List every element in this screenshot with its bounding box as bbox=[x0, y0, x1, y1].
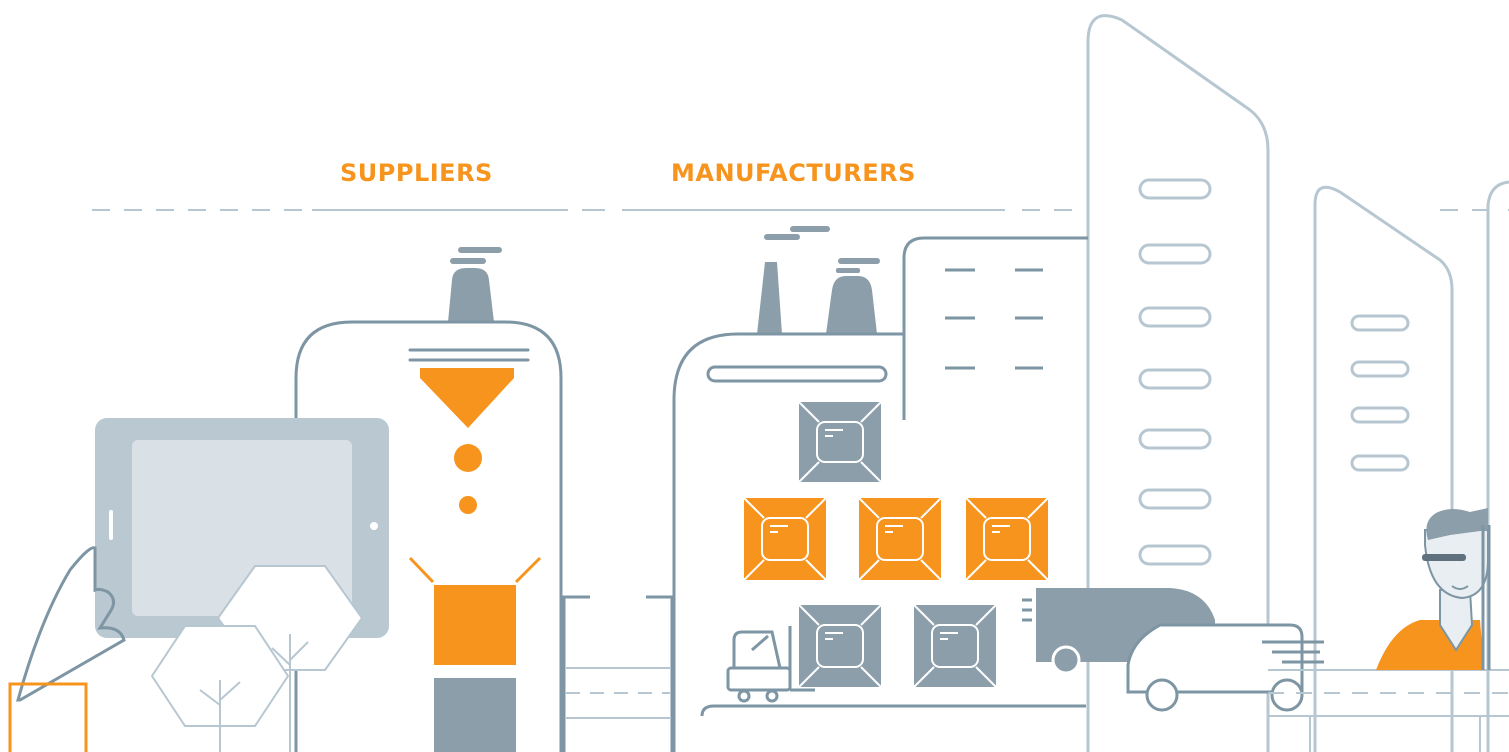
crate-orange-1 bbox=[743, 497, 827, 581]
hexagon-trees bbox=[150, 565, 364, 752]
crate-gray-bottom-1 bbox=[798, 604, 882, 688]
hand-holding-tablet bbox=[16, 546, 126, 702]
crate-orange-3 bbox=[965, 497, 1049, 581]
second-tower-building bbox=[1313, 180, 1509, 752]
crate-gray-top bbox=[798, 401, 882, 483]
forklift-icon bbox=[726, 626, 815, 703]
person-with-smart-glasses bbox=[1376, 508, 1489, 670]
manufacturers-label: MANUFACTURERS bbox=[671, 159, 916, 187]
white-van bbox=[1126, 623, 1324, 712]
middle-rail-structure bbox=[562, 595, 674, 752]
tall-tower-building bbox=[1086, 14, 1270, 752]
person-panel-frame bbox=[1481, 525, 1491, 670]
crate-gray-bottom-2 bbox=[913, 604, 997, 688]
supplier-building bbox=[294, 247, 563, 752]
manufacturer-building bbox=[672, 226, 1088, 752]
suppliers-label: SUPPLIERS bbox=[340, 159, 493, 187]
crate-orange-2 bbox=[858, 497, 942, 581]
orange-box-outline bbox=[8, 682, 88, 752]
